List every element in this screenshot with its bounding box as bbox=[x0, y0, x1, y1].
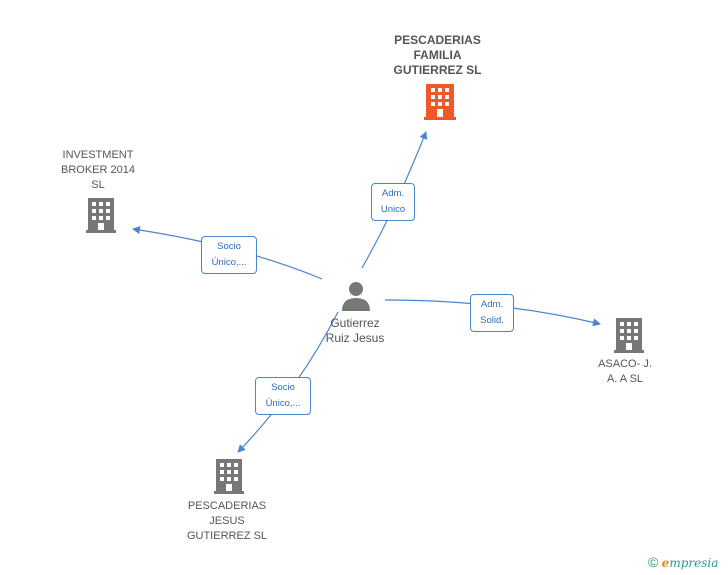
relation-label-line: Socio bbox=[217, 241, 241, 252]
person-icon[interactable] bbox=[341, 281, 371, 311]
company-label-pescaderias-jesus[interactable]: PESCADERIAS JESUS GUTIERREZ SL bbox=[186, 500, 268, 542]
brand-name: mpresia bbox=[669, 556, 719, 570]
relation-label-line: Único,... bbox=[211, 257, 247, 268]
building-icon[interactable] bbox=[86, 198, 116, 233]
brand-initial: e bbox=[661, 556, 670, 570]
relation-label-pescaderias-familia: Adm. Unico bbox=[371, 183, 415, 221]
building-icon[interactable] bbox=[424, 84, 456, 120]
company-label-investment-broker[interactable]: INVESTMENT BROKER 2014 SL bbox=[61, 149, 135, 191]
relation-label-line: Socio bbox=[271, 382, 295, 393]
relation-label-line: Unico bbox=[380, 204, 406, 215]
building-icon[interactable] bbox=[214, 459, 244, 494]
empresia-logo: © empresia bbox=[648, 554, 718, 570]
relation-label-line: Adm. bbox=[381, 188, 405, 199]
company-label-pescaderias-familia[interactable]: PESCADERIAS FAMILIA GUTIERREZ SL bbox=[393, 33, 482, 77]
relation-label-line: Único,... bbox=[265, 398, 301, 409]
relation-label-asaco: Adm. Solid. bbox=[470, 294, 514, 332]
relation-label-line: Solid. bbox=[480, 315, 504, 326]
relation-label-investment-broker: Socio Único,... bbox=[201, 236, 257, 274]
person-label[interactable]: Gutierrez Ruiz Jesus bbox=[325, 316, 385, 345]
building-icon[interactable] bbox=[614, 318, 644, 353]
relation-label-pescaderias-jesus: Socio Único,... bbox=[255, 377, 311, 415]
copyright-symbol: © bbox=[648, 554, 659, 570]
company-label-asaco[interactable]: ASACO- J. A. A SL bbox=[598, 358, 652, 385]
relation-label-line: Adm. bbox=[480, 299, 504, 310]
